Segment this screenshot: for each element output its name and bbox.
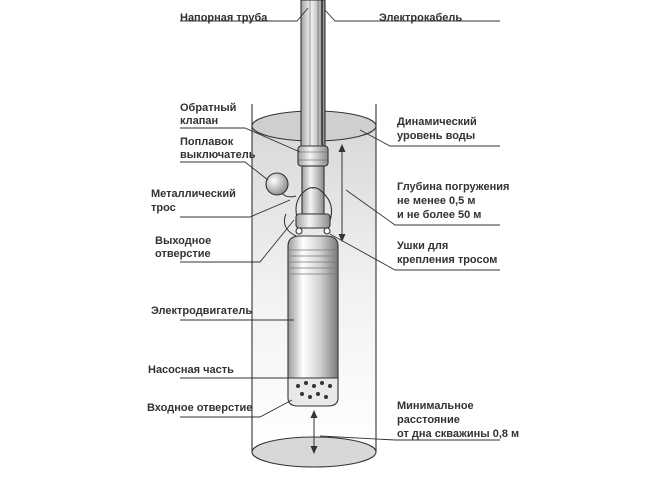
label-outlet-line1: Выходное [155, 235, 211, 247]
leader-lines-right [319, 9, 500, 441]
check-valve [297, 145, 329, 167]
label-metal-cable-line1: Металлический [151, 188, 236, 200]
lug-right [323, 227, 331, 235]
immersion-depth-arrow [338, 144, 346, 242]
label-depth-line2: не менее 0,5 м [397, 195, 476, 207]
label-depth-line1: Глубина погружения [397, 181, 509, 193]
outlet-head [295, 213, 331, 235]
label-min-distance-line2: расстояние [397, 414, 460, 426]
labels-right: Электрокабель Динамический уровень воды … [379, 12, 519, 440]
leader-lines-left [180, 7, 309, 418]
pump-section [287, 377, 339, 407]
label-lugs-line2: крепления тросом [397, 254, 497, 266]
label-metal-cable-line2: трос [151, 202, 176, 214]
label-motor: Электродвигатель [151, 305, 252, 317]
label-dynamic-level-line2: уровень воды [397, 130, 475, 142]
float-switch [265, 172, 297, 198]
label-cable: Электрокабель [379, 12, 462, 24]
label-dynamic-level-line1: Динамический [397, 116, 477, 128]
label-float-switch-line1: Поплавок [180, 136, 234, 148]
label-min-distance-line3: от дна скважины 0,8 м [397, 428, 519, 440]
lug-left [295, 227, 303, 235]
label-lugs-line1: Ушки для [397, 240, 448, 252]
label-check-valve-line2: клапан [180, 115, 218, 127]
label-pressure-pipe: Напорная труба [180, 12, 268, 24]
label-depth-line3: и не более 50 м [397, 209, 481, 221]
pressure-pipe [300, 0, 326, 149]
label-outlet-line2: отверстие [155, 248, 211, 260]
label-inlet: Входное отверстие [147, 402, 252, 414]
labels-left: Напорная труба Обратный клапан Поплавок … [147, 12, 268, 414]
bottom-clearance-arrow [310, 410, 318, 454]
pump-motor [287, 235, 339, 379]
label-float-switch-line2: выключатель [180, 149, 256, 161]
label-min-distance-line1: Минимальное [397, 400, 474, 412]
label-check-valve-line1: Обратный [180, 102, 236, 114]
label-pump-part: Насосная часть [148, 364, 234, 376]
